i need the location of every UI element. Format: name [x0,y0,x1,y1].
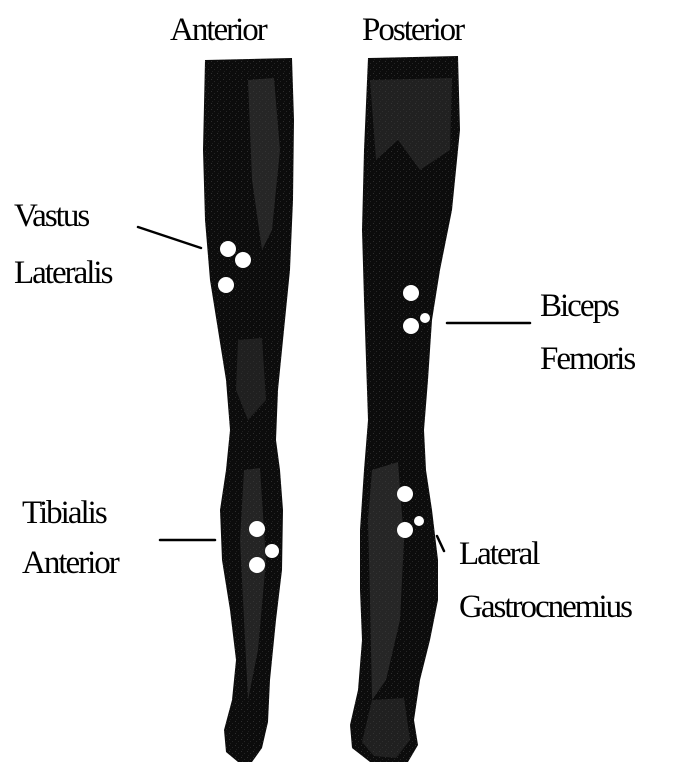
leader-lines [138,227,530,551]
tibialis-anterior-label-line-1: Tibialis [22,494,106,532]
lateral-gastrocnemius-electrode-3 [414,516,424,526]
posterior-leg-silhouette [350,56,460,762]
posterior-leg [350,56,460,762]
biceps-femoris-label-line-1: Biceps [540,287,618,325]
lateral-gastrocnemius-label-line-1: Lateral [459,535,538,573]
biceps-femoris-label-line-2: Femoris [540,340,634,378]
anterior-view-title: Anterior [170,11,266,49]
vastus-lateralis-electrode-1 [220,241,236,257]
posterior-view-title: Posterior [362,11,463,49]
lateral-gastrocnemius-electrode-2 [397,522,413,538]
tibialis-anterior-label-line-2: Anterior [22,544,118,582]
lateral-gastrocnemius-label-line-2: Gastrocnemius [459,588,631,626]
vastus-lateralis-leader-line [138,227,201,248]
tibialis-anterior-electrode-1 [249,521,265,537]
lateral-gastrocnemius-electrode-1 [397,486,413,502]
biceps-femoris-electrode-2 [403,318,419,334]
biceps-femoris-electrode-3 [420,313,430,323]
tibialis-anterior-electrode-2 [265,544,279,558]
vastus-lateralis-electrode-3 [218,277,234,293]
vastus-lateralis-label-line-2: Lateralis [14,254,111,292]
tibialis-anterior-electrode-3 [249,557,265,573]
lateral-gastrocnemius-leader-line [437,536,444,551]
vastus-lateralis-electrode-2 [235,252,251,268]
vastus-lateralis-label-line-1: Vastus [14,197,88,235]
anterior-leg [203,58,294,762]
biceps-femoris-electrode-1 [403,285,419,301]
